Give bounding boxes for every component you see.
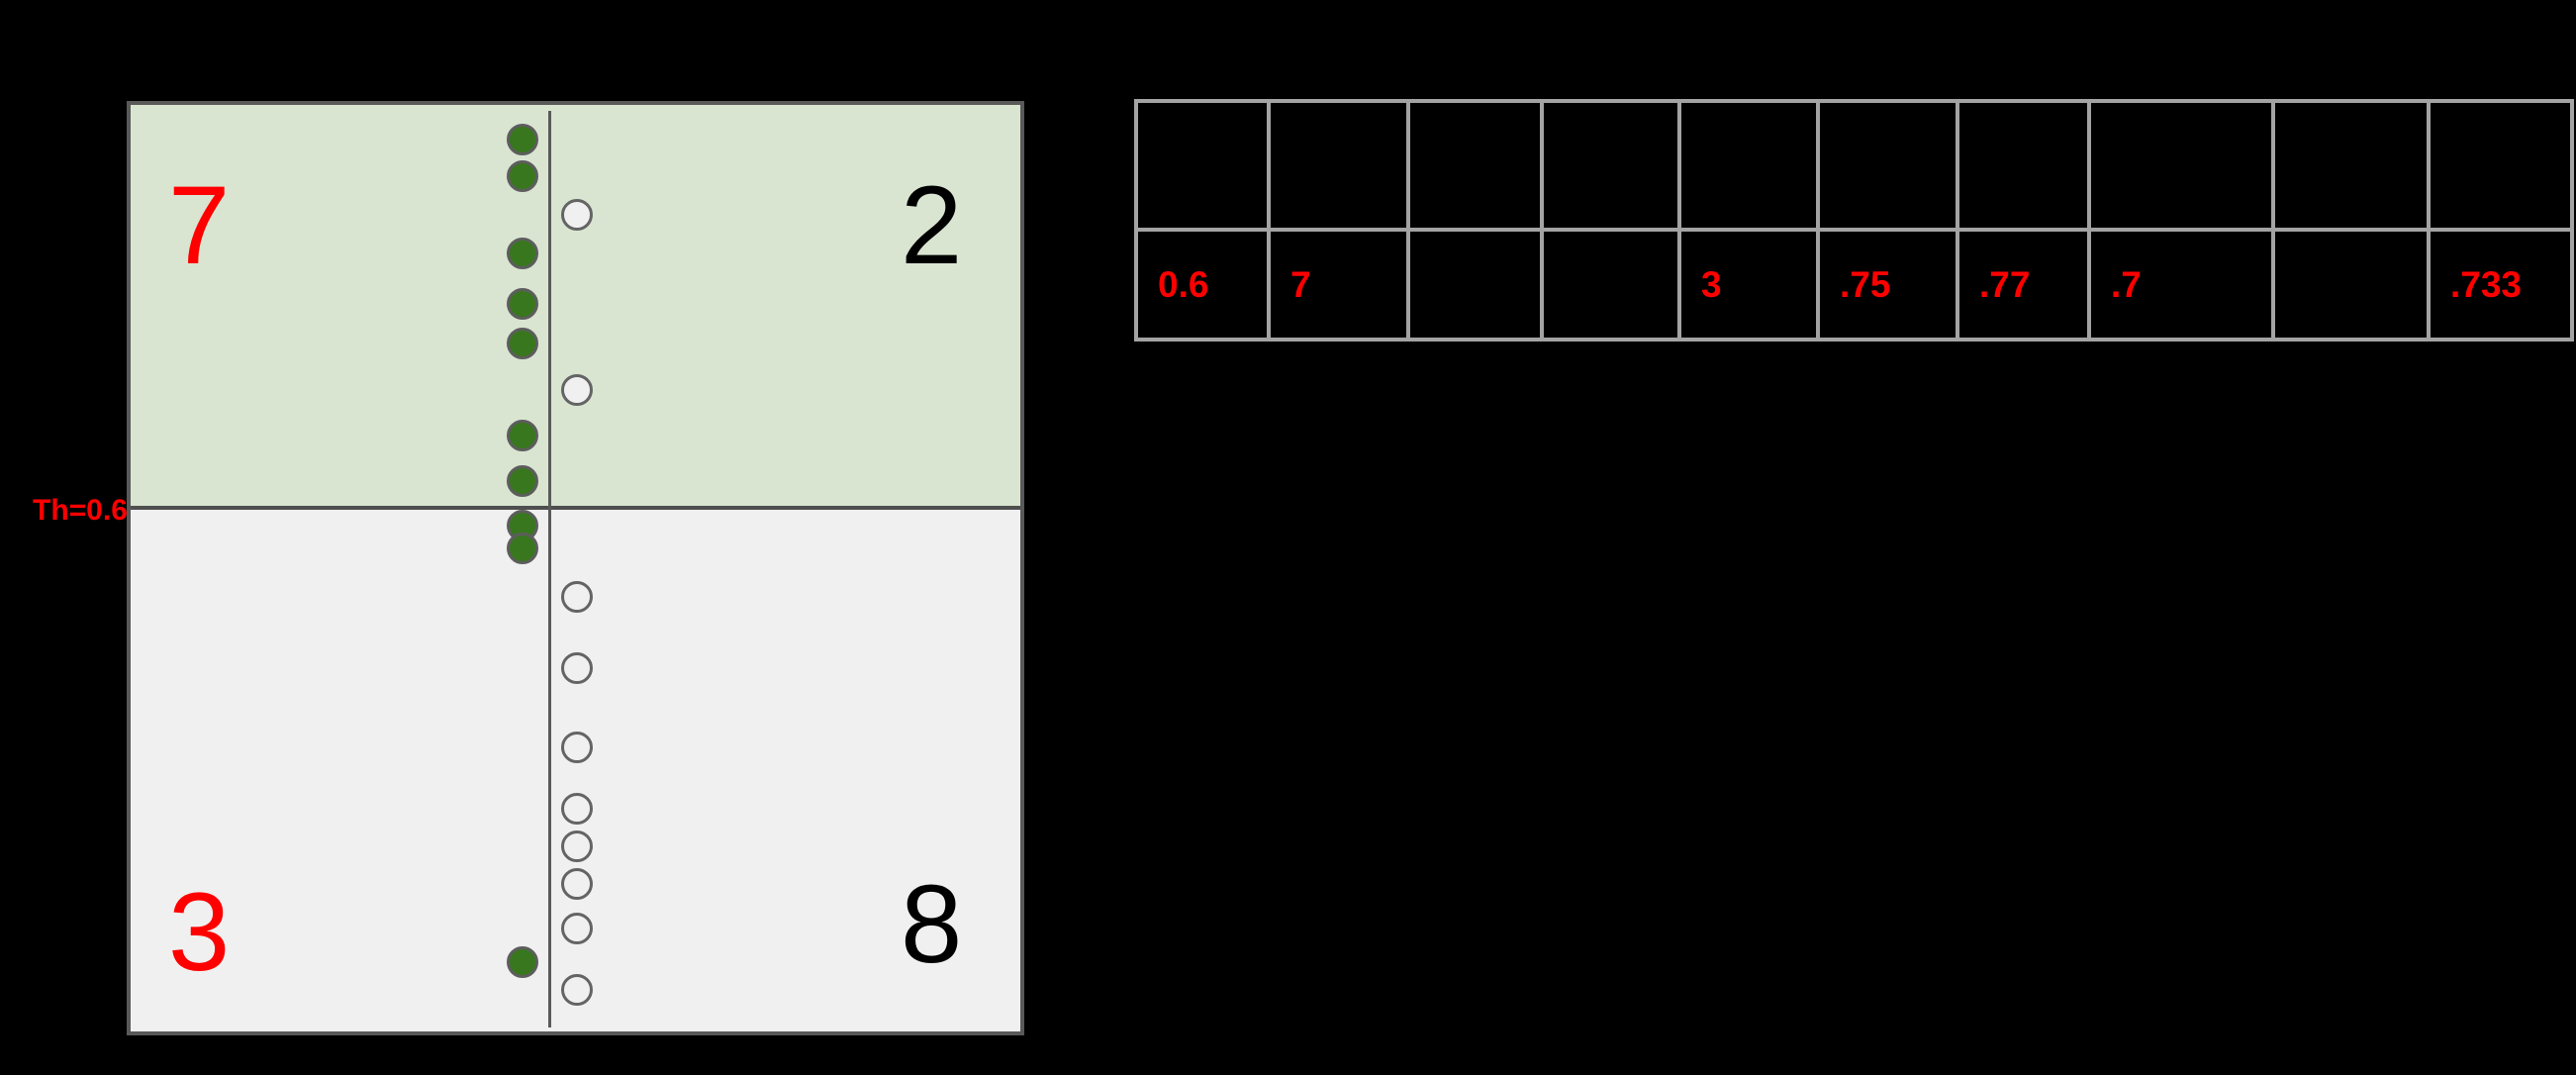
positive-dot <box>507 946 538 978</box>
positive-dot <box>507 420 538 451</box>
table-cell-fn[interactable]: 3 <box>1677 228 1820 342</box>
negative-dot <box>561 913 593 944</box>
decision-boundary-line <box>548 111 551 1027</box>
threshold-line <box>131 506 1020 510</box>
positive-dot <box>507 328 538 359</box>
count-false-positives: 2 <box>901 163 963 287</box>
negative-dot <box>561 199 593 231</box>
scatter-plot: 7 2 3 8 <box>127 101 1024 1035</box>
table-cell[interactable] <box>2271 228 2431 342</box>
table-cell[interactable] <box>2427 99 2574 232</box>
table-cell[interactable] <box>1816 99 1959 232</box>
negative-dot <box>561 793 593 825</box>
table-cell[interactable] <box>1956 99 2091 232</box>
metrics-table: 0.6 7 3 .75 .77 .7 .733 <box>1134 99 2574 342</box>
count-false-negatives: 3 <box>168 870 231 994</box>
table-cell[interactable] <box>1267 99 1410 232</box>
positive-dot <box>507 238 538 269</box>
table-cell[interactable] <box>2087 99 2275 232</box>
table-cell-accuracy[interactable]: .75 <box>1816 228 1959 342</box>
positive-dot <box>507 160 538 192</box>
table-cell-threshold[interactable]: 0.6 <box>1134 228 1271 342</box>
table-cell[interactable] <box>1406 99 1544 232</box>
table-values-row: 0.6 7 3 .75 .77 .7 .733 <box>1134 228 2574 342</box>
table-header-row <box>1134 99 2574 232</box>
threshold-label: Th=0.6 <box>33 494 128 527</box>
negative-dot <box>561 974 593 1006</box>
positive-dot <box>507 533 538 564</box>
negative-dot <box>561 831 593 862</box>
positive-dot <box>507 465 538 497</box>
table-cell-recall[interactable]: .7 <box>2087 228 2275 342</box>
positive-dot <box>507 124 538 155</box>
table-cell[interactable] <box>1677 99 1820 232</box>
table-cell-precision[interactable]: .77 <box>1956 228 2091 342</box>
negative-dot <box>561 732 593 763</box>
table-cell[interactable] <box>1134 99 1271 232</box>
above-threshold-region <box>131 105 1020 506</box>
table-cell[interactable] <box>1540 228 1681 342</box>
negative-dot <box>561 374 593 406</box>
negative-dot <box>561 868 593 900</box>
table-cell-tp[interactable]: 7 <box>1267 228 1410 342</box>
dot-layer <box>131 105 1020 1031</box>
count-true-negatives: 8 <box>901 862 963 986</box>
table-cell[interactable] <box>2271 99 2431 232</box>
negative-dot <box>561 652 593 684</box>
count-true-positives: 7 <box>168 163 231 287</box>
table-cell[interactable] <box>1406 228 1544 342</box>
positive-dot <box>507 288 538 320</box>
negative-dot <box>561 581 593 613</box>
table-cell[interactable] <box>1540 99 1681 232</box>
table-cell-f1[interactable]: .733 <box>2427 228 2574 342</box>
